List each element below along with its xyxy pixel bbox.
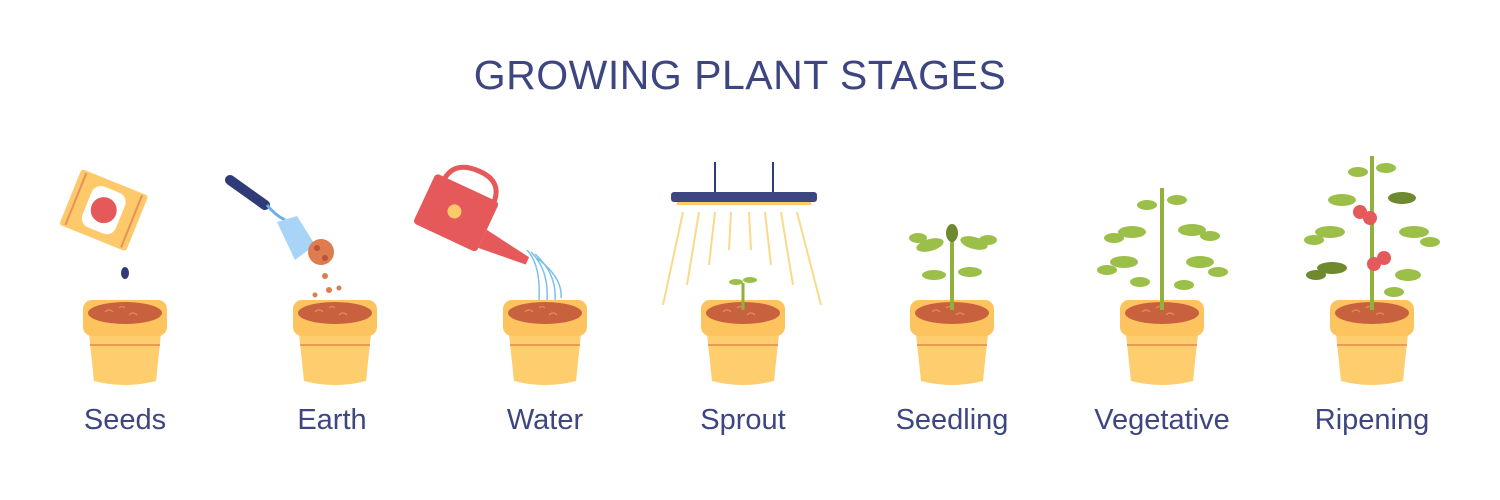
stage-label-seedling: Seedling [895,404,1009,436]
stage-label-water: Water [506,404,584,436]
stage-ripening-art [1304,156,1440,386]
stage-seeds-art [60,169,168,386]
stage-earth-art [225,175,378,386]
stage-label-sprout: Sprout [700,404,786,436]
page-title: GROWING PLANT STAGES [473,52,1007,98]
stage-label-vegetative: Vegetative [1094,404,1230,436]
stage-label-ripening: Ripening [1314,404,1430,436]
stage-sprout-art [662,162,822,386]
stage-label-earth: Earth [297,404,367,436]
stage-seedling-art [909,224,997,386]
stage-label-seeds: Seeds [83,404,167,436]
stage-vegetative-art [1097,188,1228,386]
stage-water-art [414,164,588,386]
